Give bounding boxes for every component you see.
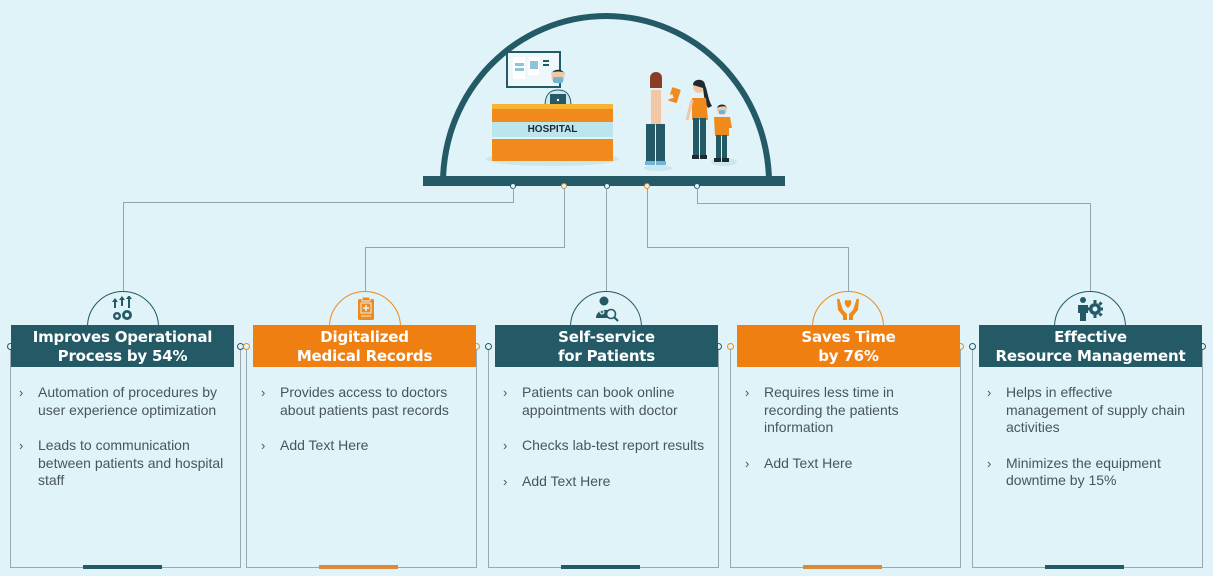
hospital-desk-label: HOSPITAL: [492, 122, 613, 137]
card-title: Improves Operational Process by 54%: [11, 325, 234, 367]
card-title-line: for Patients: [557, 347, 656, 365]
caring-hands-icon: [837, 298, 859, 320]
card-accent-bar: [561, 565, 640, 569]
chevron-right-icon: ›: [261, 438, 266, 453]
medical-clipboard-icon: [358, 296, 374, 320]
card-title: Saves Time by 76%: [737, 325, 960, 367]
chevron-right-icon: ›: [503, 473, 508, 489]
card-bullet-list: ›Automation of procedures by user experi…: [19, 384, 224, 508]
card-medical-records: [243, 343, 480, 569]
person-gear-icon: [1078, 297, 1103, 321]
card-accent-bar: [83, 565, 162, 569]
child-illustration: [711, 104, 737, 166]
card-accent-bar: [803, 565, 882, 569]
chevron-right-icon: ›: [19, 438, 24, 453]
notice-board: [506, 51, 561, 88]
card-title-line: Process by 54%: [57, 347, 188, 365]
card-title-line: Saves Time: [801, 328, 896, 346]
chevron-right-icon: ›: [745, 455, 750, 471]
doctor-illustration: [644, 72, 681, 171]
chevron-right-icon: ›: [987, 385, 992, 400]
list-item: ›Provides access to doctors about patien…: [261, 384, 449, 418]
desk-stripe: [492, 109, 613, 122]
card-title-line: Improves Operational: [32, 328, 213, 346]
mother-illustration: [685, 79, 712, 159]
card-accent-bar: [1045, 565, 1124, 569]
card-bullet-list: ›Provides access to doctors about patien…: [261, 384, 471, 473]
card-title: Effective Resource Management: [979, 325, 1202, 367]
list-item: ›Leads to communication between patients…: [19, 437, 224, 488]
chevron-right-icon: ›: [261, 385, 266, 400]
card-bullet-list: ›Helps in effective management of supply…: [987, 384, 1197, 508]
list-item: ›Minimizes the equipment downtime by 15%: [987, 454, 1161, 489]
list-item: ›Add Text Here: [261, 437, 369, 453]
card-title-line: Resource Management: [995, 347, 1186, 365]
card-title-line: Medical Records: [296, 347, 433, 365]
card-title-line: Self-service: [558, 328, 655, 346]
patient-search-icon: [596, 296, 619, 322]
card-accent-bar: [319, 565, 398, 569]
list-item: ›Requires less time in recording the pat…: [745, 384, 899, 435]
card-title-line: Effective: [1054, 328, 1127, 346]
card-title-line: Digitalized: [320, 328, 409, 346]
list-item: ›Add Text Here: [503, 472, 611, 489]
growth-gears-icon: [112, 296, 132, 320]
receptionist-illustration: [544, 69, 572, 106]
desk-stripe: [492, 139, 613, 161]
card-bullet-list: ›Patients can book online appointments w…: [503, 384, 713, 508]
list-item: ›Patients can book online appointments w…: [503, 384, 678, 418]
card-title-line: by 76%: [818, 347, 879, 365]
chevron-right-icon: ›: [19, 385, 24, 400]
chevron-right-icon: ›: [503, 385, 508, 400]
dome-base: [423, 176, 785, 186]
card-bullet-list: ›Requires less time in recording the pat…: [745, 384, 955, 490]
chevron-right-icon: ›: [745, 385, 750, 400]
card-title: Digitalized Medical Records: [253, 325, 476, 367]
list-item: ›Automation of procedures by user experi…: [19, 384, 217, 418]
chevron-right-icon: ›: [503, 438, 508, 453]
connector-dot: [604, 183, 610, 189]
list-item: ›Add Text Here: [745, 454, 853, 471]
chevron-right-icon: ›: [987, 455, 992, 471]
list-item: ›Helps in effective management of supply…: [987, 384, 1185, 435]
desk-top: [492, 104, 613, 109]
list-item: ›Checks lab-test report results: [503, 437, 705, 453]
card-title: Self-service for Patients: [495, 325, 718, 367]
card-saves-time: [727, 343, 964, 569]
